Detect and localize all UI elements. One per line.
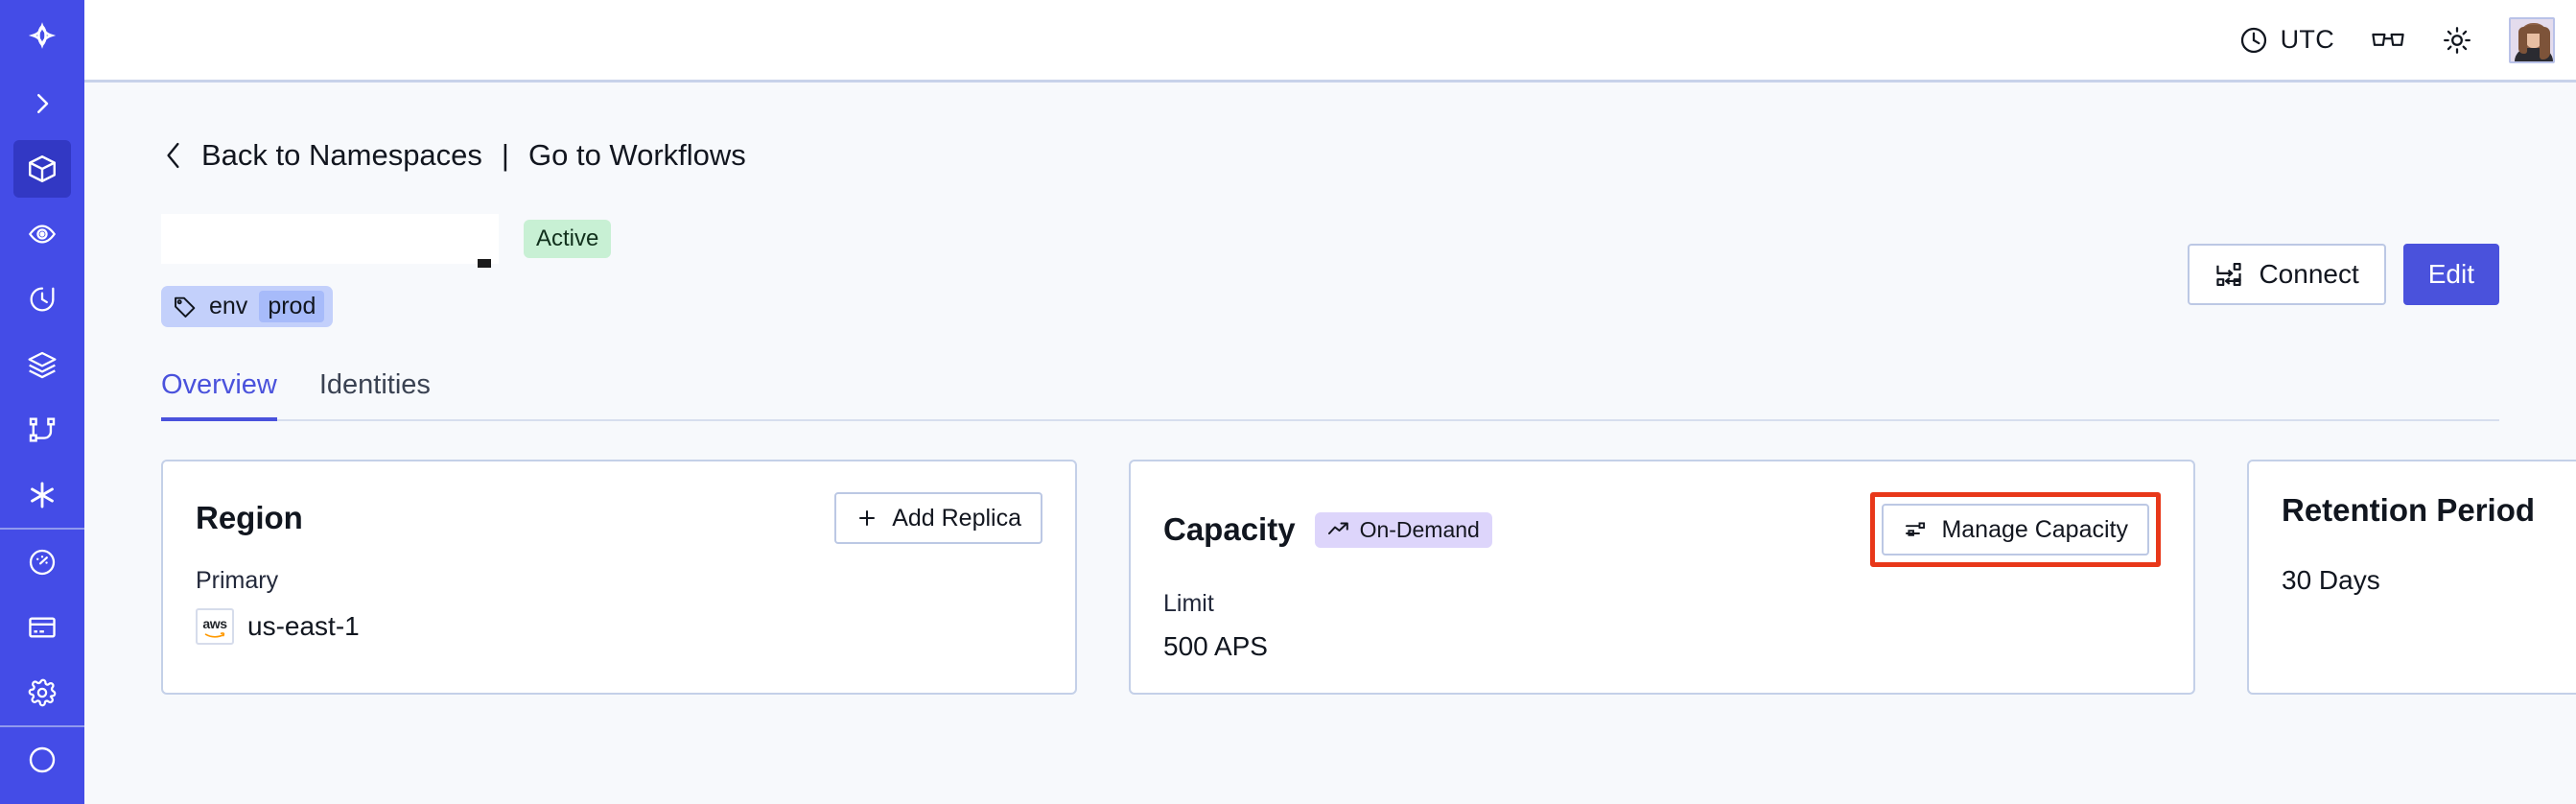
asterisk-icon (13, 466, 71, 524)
breadcrumb: Back to Namespaces | Go to Workflows (161, 138, 2499, 173)
manage-capacity-label: Manage Capacity (1941, 515, 2128, 543)
capacity-card-header: Capacity On-Demand (1163, 492, 2161, 567)
sun-icon (2442, 25, 2472, 56)
status-badge: Active (524, 220, 612, 258)
cube-icon (13, 140, 71, 198)
temporal-logo-icon (13, 7, 71, 64)
help-circle-icon (13, 731, 71, 789)
reading-glasses-icon (2371, 26, 2405, 55)
aws-logo-icon: aws (196, 608, 234, 645)
region-card-title: Region (196, 500, 303, 535)
capacity-mode-badge: On-Demand (1314, 511, 1492, 548)
region-value-row: aws us-east-1 (196, 608, 1042, 645)
sidebar-item-settings[interactable] (0, 660, 84, 725)
tab-overview[interactable]: Overview (161, 369, 277, 421)
layers-icon (13, 336, 71, 393)
region-card-header: Region Add Replica (196, 492, 1042, 544)
page-content: Back to Namespaces | Go to Workflows Act… (84, 83, 2576, 804)
tab-identities[interactable]: Identities (318, 369, 431, 400)
sidebar-item-nexus[interactable] (0, 462, 84, 528)
topbar: UTC (84, 0, 2576, 83)
retention-value: 30 Days (2282, 565, 2380, 595)
retention-card-title: Retention Period (2282, 492, 2536, 528)
sidebar-item-namespaces[interactable] (0, 136, 84, 201)
sidebar-divider-bottom (0, 725, 84, 727)
region-card: Region Add Replica Primary aws (161, 460, 1077, 695)
sidebar-item-help[interactable] (0, 727, 84, 792)
sidebar-item-expand-sidebar[interactable] (0, 71, 84, 136)
credit-card-icon (13, 599, 71, 656)
avatar-hair-right (2540, 26, 2550, 59)
capacity-sub-label: Limit (1163, 590, 1214, 617)
sidebar-item-batch-jobs[interactable] (0, 332, 84, 397)
sidebar-brand[interactable] (0, 0, 84, 71)
tab-bar: Overview Identities (161, 369, 2499, 421)
aws-logo-text: aws (202, 616, 227, 631)
connect-button[interactable]: Connect (2188, 244, 2386, 305)
timer-icon (13, 271, 71, 328)
redaction-mark (478, 259, 491, 268)
capacity-card: Capacity On-Demand (1129, 460, 2195, 695)
manage-capacity-button[interactable]: Manage Capacity (1882, 504, 2149, 556)
retention-card-header: Retention Period (2282, 492, 2576, 529)
branch-icon (13, 401, 71, 459)
region-value: us-east-1 (247, 611, 360, 641)
add-replica-label: Add Replica (892, 504, 1021, 532)
sidebar-divider-top (0, 528, 84, 530)
sidebar-item-workflows[interactable] (0, 397, 84, 462)
connect-label: Connect (2259, 259, 2359, 289)
sliders-icon (1903, 518, 1928, 541)
reading-mode-button[interactable] (2371, 26, 2405, 55)
retention-card: Retention Period 30 Days (2247, 460, 2576, 695)
sidebar-item-usage[interactable] (0, 530, 84, 595)
plus-icon (855, 507, 878, 530)
chevron-left-icon[interactable] (161, 139, 186, 172)
region-sub-label: Primary (196, 567, 279, 594)
connector-icon (2214, 261, 2243, 288)
capacity-card-title: Capacity (1163, 511, 1296, 547)
region-title-wrap: Region (196, 500, 303, 536)
add-replica-button[interactable]: Add Replica (834, 492, 1042, 544)
timezone-label: UTC (2280, 25, 2334, 54)
edit-label: Edit (2427, 259, 2474, 289)
header-actions: Connect Edit (2188, 244, 2499, 305)
tag-icon (173, 295, 198, 319)
breadcrumb-workflows-link[interactable]: Go to Workflows (527, 138, 746, 172)
manage-capacity-highlight: Manage Capacity (1870, 492, 2161, 567)
eye-icon (13, 205, 71, 263)
sidebar (0, 0, 84, 804)
tag-value: prod (259, 291, 325, 322)
avatar-hair-left (2518, 26, 2527, 54)
gear-icon (13, 664, 71, 721)
tag-key: env (209, 293, 248, 319)
clock-icon (2238, 25, 2269, 56)
avatar-fringe (2524, 24, 2544, 34)
timezone-selector[interactable]: UTC (2238, 25, 2334, 56)
theme-toggle-button[interactable] (2442, 25, 2472, 56)
capacity-title-wrap: Capacity On-Demand (1163, 511, 1492, 548)
namespace-name-redacted (161, 214, 499, 268)
sidebar-item-billing[interactable] (0, 595, 84, 660)
edit-button[interactable]: Edit (2402, 244, 2499, 305)
capacity-mode-label: On-Demand (1359, 516, 1480, 542)
overview-cards: Region Add Replica Primary aws (161, 460, 2576, 695)
main-area: UTC (84, 0, 2576, 804)
sidebar-item-observability[interactable] (0, 201, 84, 267)
gauge-icon (13, 533, 71, 591)
breadcrumb-separator: | (501, 138, 509, 172)
namespace-tag-chip[interactable]: env prod (161, 286, 334, 327)
avatar[interactable] (2509, 16, 2555, 63)
breadcrumb-back-link[interactable]: Back to Namespaces (201, 138, 482, 172)
chevron-right-icon (13, 75, 71, 132)
capacity-value: 500 APS (1163, 631, 1268, 661)
sidebar-item-schedules[interactable] (0, 267, 84, 332)
trending-up-icon (1327, 520, 1350, 539)
namespace-title-row: Active Connect (161, 211, 2499, 305)
